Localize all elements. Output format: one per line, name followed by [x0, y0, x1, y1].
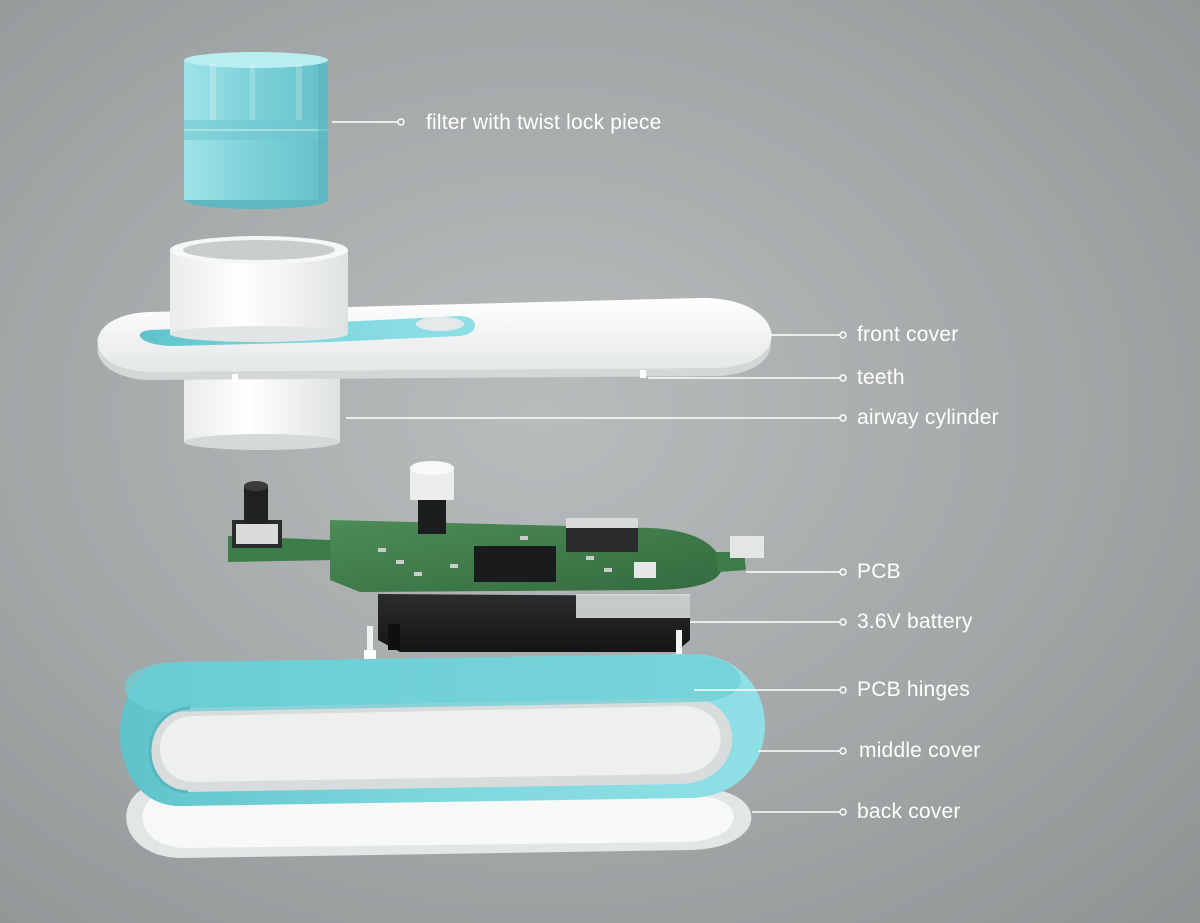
- pcb-part: [228, 461, 764, 592]
- label-airway-cylinder: airway cylinder: [857, 406, 999, 429]
- label-filter: filter with twist lock piece: [426, 111, 662, 134]
- airway-cylinder-part: [184, 370, 340, 450]
- leader-lines: [332, 118, 847, 816]
- battery-part: [378, 594, 690, 652]
- chip-main: [474, 546, 556, 582]
- mouthpiece-cylinder: [170, 236, 348, 342]
- middle-cover-part: [120, 654, 765, 806]
- back-cover-part: [126, 782, 752, 858]
- tooth-right: [640, 370, 646, 378]
- label-battery: 3.6V battery: [857, 610, 973, 633]
- label-pcb: PCB: [857, 560, 901, 583]
- usb-port: [730, 536, 764, 558]
- filter-part: [184, 52, 328, 209]
- label-pcb-hinges: PCB hinges: [857, 678, 970, 701]
- label-teeth: teeth: [857, 366, 905, 389]
- tooth-left: [232, 374, 238, 382]
- label-front-cover: front cover: [857, 323, 959, 346]
- label-back-cover: back cover: [857, 800, 961, 823]
- label-middle-cover: middle cover: [859, 739, 981, 762]
- hinge-1: [364, 626, 376, 660]
